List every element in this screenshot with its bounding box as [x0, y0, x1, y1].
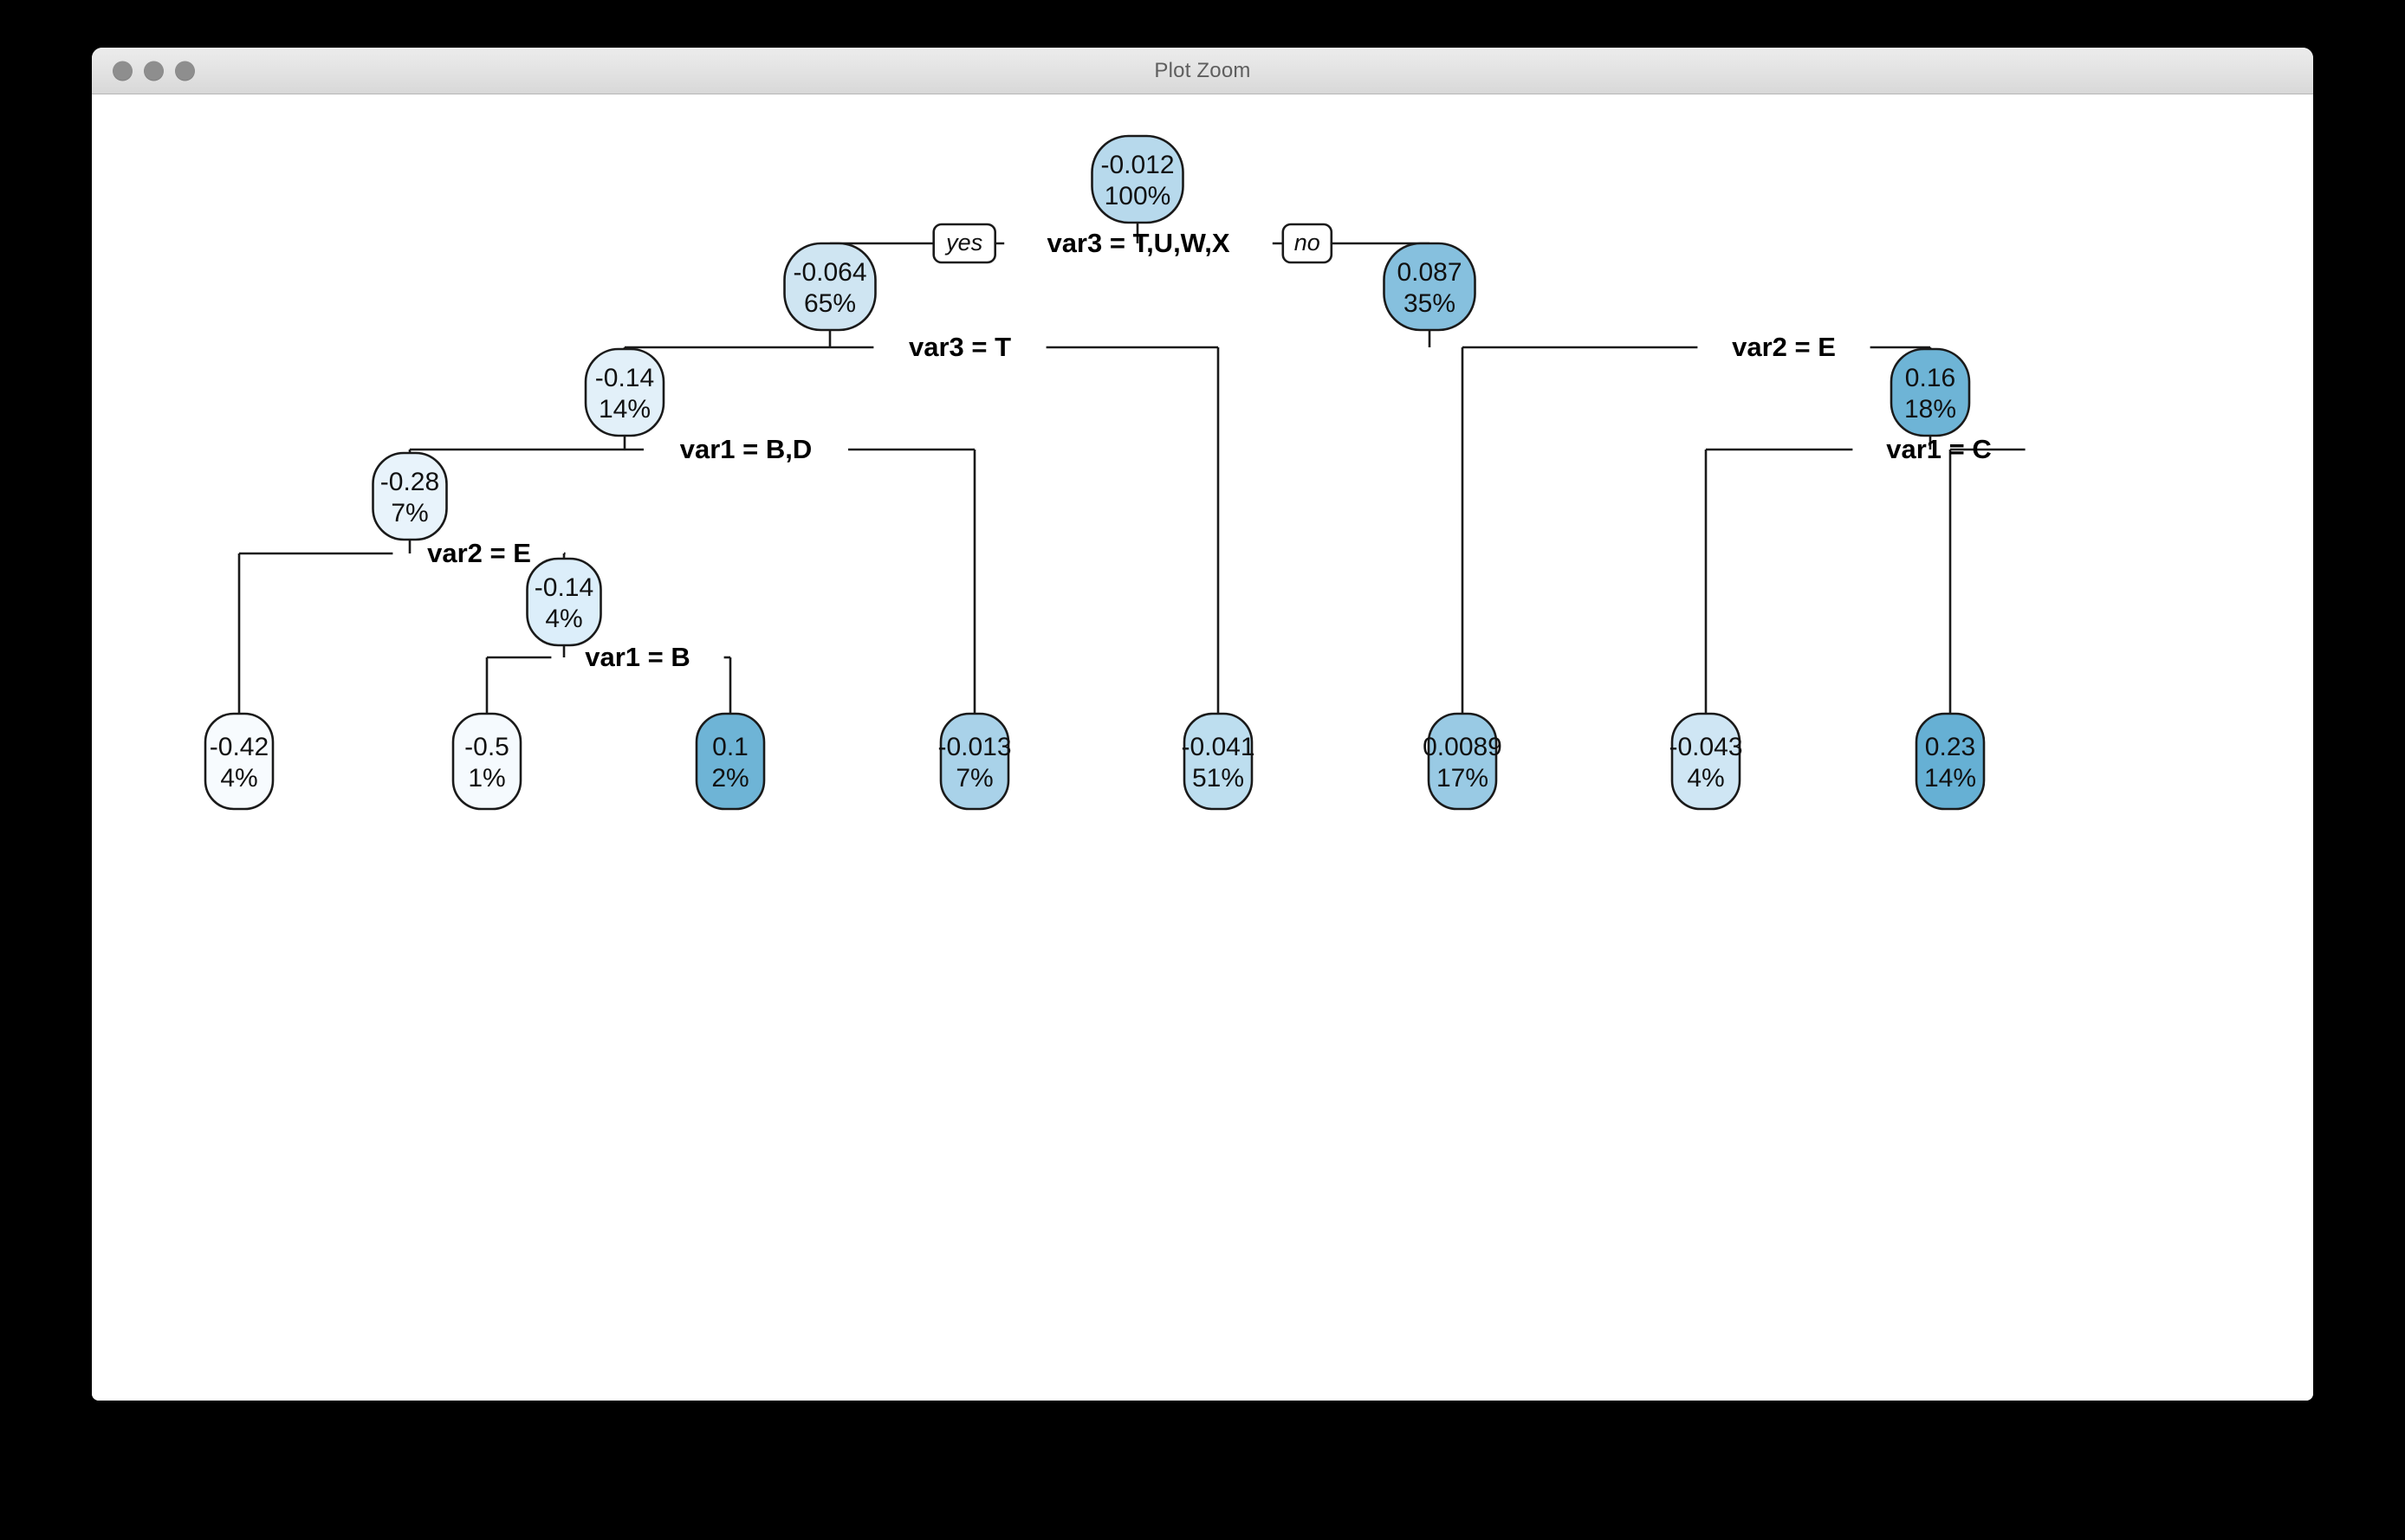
yes-label-text: yes: [944, 230, 982, 256]
node-value: 0.0089: [1423, 733, 1502, 761]
node-shape: [1915, 712, 1986, 811]
split-label-s7: var1 = B: [585, 642, 690, 672]
tree-node-n4: -0.14 14%: [584, 347, 665, 437]
split-label-s2: var3 = T: [909, 332, 1011, 362]
tree-edges: [237, 223, 2026, 714]
traffic-light-group: [113, 61, 195, 81]
tree-node-n14: -0.043 4%: [1669, 712, 1743, 811]
node-percent: 65%: [804, 289, 856, 318]
window-title: Plot Zoom: [1154, 58, 1251, 82]
node-value: -0.14: [595, 364, 654, 392]
tree-node-n11: -0.013 7%: [937, 712, 1012, 811]
node-percent: 4%: [220, 764, 257, 793]
node-value: -0.043: [1669, 733, 1742, 761]
tree-node-n6: -0.28 7%: [372, 451, 448, 541]
tree-node-n15: 0.23 14%: [1915, 712, 1986, 811]
node-value: 0.087: [1397, 258, 1462, 287]
node-percent: 4%: [1687, 764, 1724, 793]
node-percent: 1%: [468, 764, 505, 793]
node-value: 0.16: [1905, 364, 1955, 392]
node-value: -0.013: [937, 733, 1011, 761]
node-shape: [1427, 712, 1498, 811]
node-percent: 14%: [1924, 764, 1976, 793]
split-label-s5: var1 = C: [1886, 434, 1992, 464]
yes-no-labels: yes no: [932, 223, 1333, 264]
node-percent: 7%: [956, 764, 993, 793]
split-label-s1: var3 = T,U,W,X: [1047, 228, 1229, 258]
node-shape: [584, 347, 665, 437]
no-label-text: no: [1294, 230, 1320, 256]
node-percent: 51%: [1192, 764, 1244, 793]
node-value: -0.012: [1100, 151, 1174, 179]
node-shape: [1091, 134, 1184, 224]
tree-node-n13: 0.0089 17%: [1423, 712, 1502, 811]
node-value: -0.28: [380, 468, 439, 496]
node-value: -0.42: [210, 733, 269, 761]
node-percent: 14%: [599, 395, 651, 424]
tree-node-n9: -0.5 1%: [451, 712, 522, 811]
node-percent: 35%: [1403, 289, 1455, 318]
plot-canvas: var3 = T,U,W,X var3 = T var2 = E var1 = B,D…: [92, 94, 2313, 1401]
node-percent: 18%: [1904, 395, 1956, 424]
node-value: -0.5: [464, 733, 509, 761]
tree-node-n12: -0.041 51%: [1181, 712, 1255, 811]
close-button-icon[interactable]: [113, 61, 133, 81]
node-shape: [451, 712, 522, 811]
tree-node-n8: -0.42 4%: [204, 712, 275, 811]
decision-tree-figure: var3 = T,U,W,X var3 = T var2 = E var1 = B,D…: [204, 134, 2026, 811]
node-shape: [526, 557, 602, 647]
node-shape: [372, 451, 448, 541]
yes-label: yes: [932, 223, 997, 264]
node-percent: 4%: [545, 605, 582, 633]
window-titlebar[interactable]: Plot Zoom: [92, 48, 2313, 94]
zoom-button-icon[interactable]: [175, 61, 195, 81]
node-percent: 7%: [391, 499, 428, 527]
split-label-s4: var1 = B,D: [680, 434, 813, 464]
node-percent: 2%: [711, 764, 749, 793]
tree-node-n7: -0.14 4%: [526, 557, 602, 647]
node-value: -0.064: [793, 258, 866, 287]
node-shape: [1183, 712, 1254, 811]
tree-node-n10: 0.12%: [695, 712, 766, 811]
yes-label-box: [932, 223, 997, 264]
no-label: no: [1281, 223, 1333, 264]
node-percent: 17%: [1436, 764, 1488, 793]
node-shape: [204, 712, 275, 811]
tree-split-labels: var3 = T,U,W,X var3 = T var2 = E var1 = B,D…: [427, 228, 1992, 672]
node-shape: [783, 242, 877, 332]
node-percent: 100%: [1105, 182, 1171, 210]
tree-node-n1: -0.012 100%: [1091, 134, 1184, 224]
node-value: -0.041: [1181, 733, 1254, 761]
minimize-button-icon[interactable]: [144, 61, 164, 81]
node-value: 0.23: [1925, 733, 1975, 761]
node-value: -0.14: [535, 573, 593, 602]
no-label-box: [1281, 223, 1333, 264]
split-label-s3: var2 = E: [1732, 332, 1836, 362]
plot-zoom-window: Plot Zoom var3 = T,U,W,X var3 = T var2 = E…: [92, 48, 2313, 1401]
node-shape: [1670, 712, 1741, 811]
node-shape: [1890, 347, 1971, 437]
node-shape: [1383, 242, 1476, 332]
node-value: 0.1: [712, 733, 749, 761]
tree-node-n5: 0.16 18%: [1890, 347, 1971, 437]
split-label-s6: var2 = E: [427, 538, 531, 568]
node-shape: [939, 712, 1010, 811]
node-shape: [695, 712, 766, 811]
